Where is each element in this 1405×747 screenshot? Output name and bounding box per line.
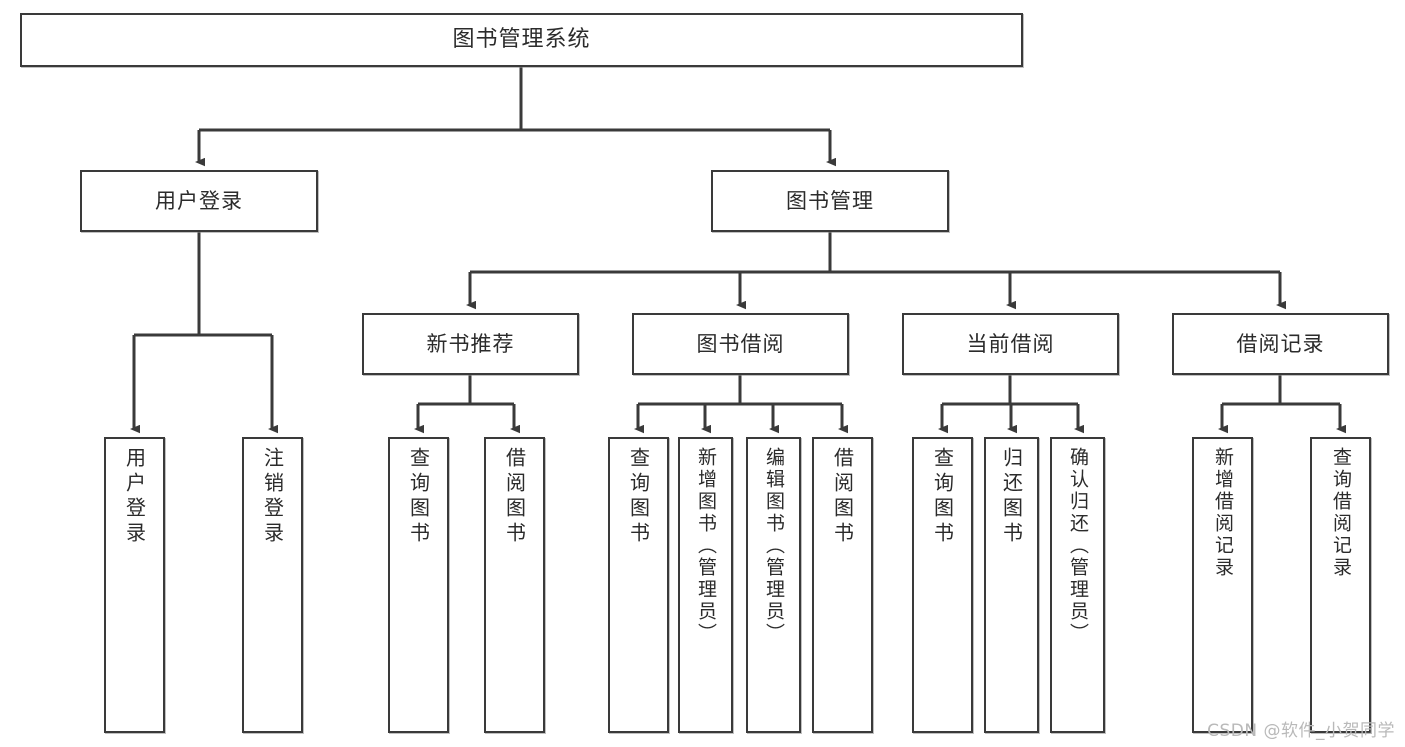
node-leaf-add-book-admin[interactable]: 新增图书（管理员） — [678, 437, 733, 733]
node-branch-book-management[interactable]: 图书管理 — [711, 170, 949, 232]
node-leaf-confirm-return-admin[interactable]: 确认归还（管理员） — [1050, 437, 1105, 733]
node-subbranch-book-borrow[interactable]: 图书借阅 — [632, 313, 849, 375]
node-leaf-confirm-return-admin-label: 确认归还（管理员） — [1067, 447, 1089, 645]
node-leaf-query-book-rec-label: 查询图书 — [406, 447, 431, 547]
watermark-text: CSDN @软件_小贺同学 — [1207, 721, 1395, 741]
node-branch-book-management-label: 图书管理 — [786, 188, 874, 213]
node-leaf-add-book-admin-label: 新增图书（管理员） — [695, 447, 717, 645]
node-leaf-query-book-rec[interactable]: 查询图书 — [388, 437, 449, 733]
node-subbranch-current-borrow[interactable]: 当前借阅 — [902, 313, 1119, 375]
node-subbranch-book-borrow-label: 图书借阅 — [696, 331, 785, 356]
node-root-label: 图书管理系统 — [452, 27, 591, 53]
node-leaf-add-borrow-record-label: 新增借阅记录 — [1212, 447, 1234, 579]
node-leaf-query-book-current[interactable]: 查询图书 — [912, 437, 973, 733]
node-subbranch-new-book-recommend[interactable]: 新书推荐 — [362, 313, 579, 375]
node-branch-user-login[interactable]: 用户登录 — [80, 170, 318, 232]
node-leaf-borrow-book-rec-label: 借阅图书 — [502, 447, 527, 547]
node-subbranch-borrow-record[interactable]: 借阅记录 — [1172, 313, 1389, 375]
node-leaf-logout[interactable]: 注销登录 — [242, 437, 303, 733]
node-leaf-user-login[interactable]: 用户登录 — [104, 437, 165, 733]
node-leaf-query-borrow-record[interactable]: 查询借阅记录 — [1310, 437, 1371, 733]
node-leaf-borrow-book-label: 借阅图书 — [830, 447, 855, 547]
node-leaf-query-book-current-label: 查询图书 — [930, 447, 955, 547]
node-leaf-return-book[interactable]: 归还图书 — [984, 437, 1039, 733]
node-subbranch-new-book-recommend-label: 新书推荐 — [426, 331, 515, 356]
node-leaf-logout-label: 注销登录 — [260, 447, 285, 547]
node-leaf-add-borrow-record[interactable]: 新增借阅记录 — [1192, 437, 1253, 733]
node-leaf-query-book-borrow[interactable]: 查询图书 — [608, 437, 669, 733]
node-leaf-edit-book-admin-label: 编辑图书（管理员） — [763, 447, 785, 645]
node-root-system[interactable]: 图书管理系统 — [20, 13, 1023, 67]
node-subbranch-borrow-record-label: 借阅记录 — [1236, 331, 1325, 356]
node-branch-user-login-label: 用户登录 — [155, 188, 243, 213]
node-leaf-return-book-label: 归还图书 — [999, 447, 1024, 547]
node-leaf-borrow-book-rec[interactable]: 借阅图书 — [484, 437, 545, 733]
node-leaf-user-login-label: 用户登录 — [122, 447, 147, 547]
node-subbranch-current-borrow-label: 当前借阅 — [966, 331, 1055, 356]
node-leaf-borrow-book[interactable]: 借阅图书 — [812, 437, 873, 733]
node-leaf-query-borrow-record-label: 查询借阅记录 — [1330, 447, 1352, 579]
node-leaf-query-book-borrow-label: 查询图书 — [626, 447, 651, 547]
node-leaf-edit-book-admin[interactable]: 编辑图书（管理员） — [746, 437, 801, 733]
